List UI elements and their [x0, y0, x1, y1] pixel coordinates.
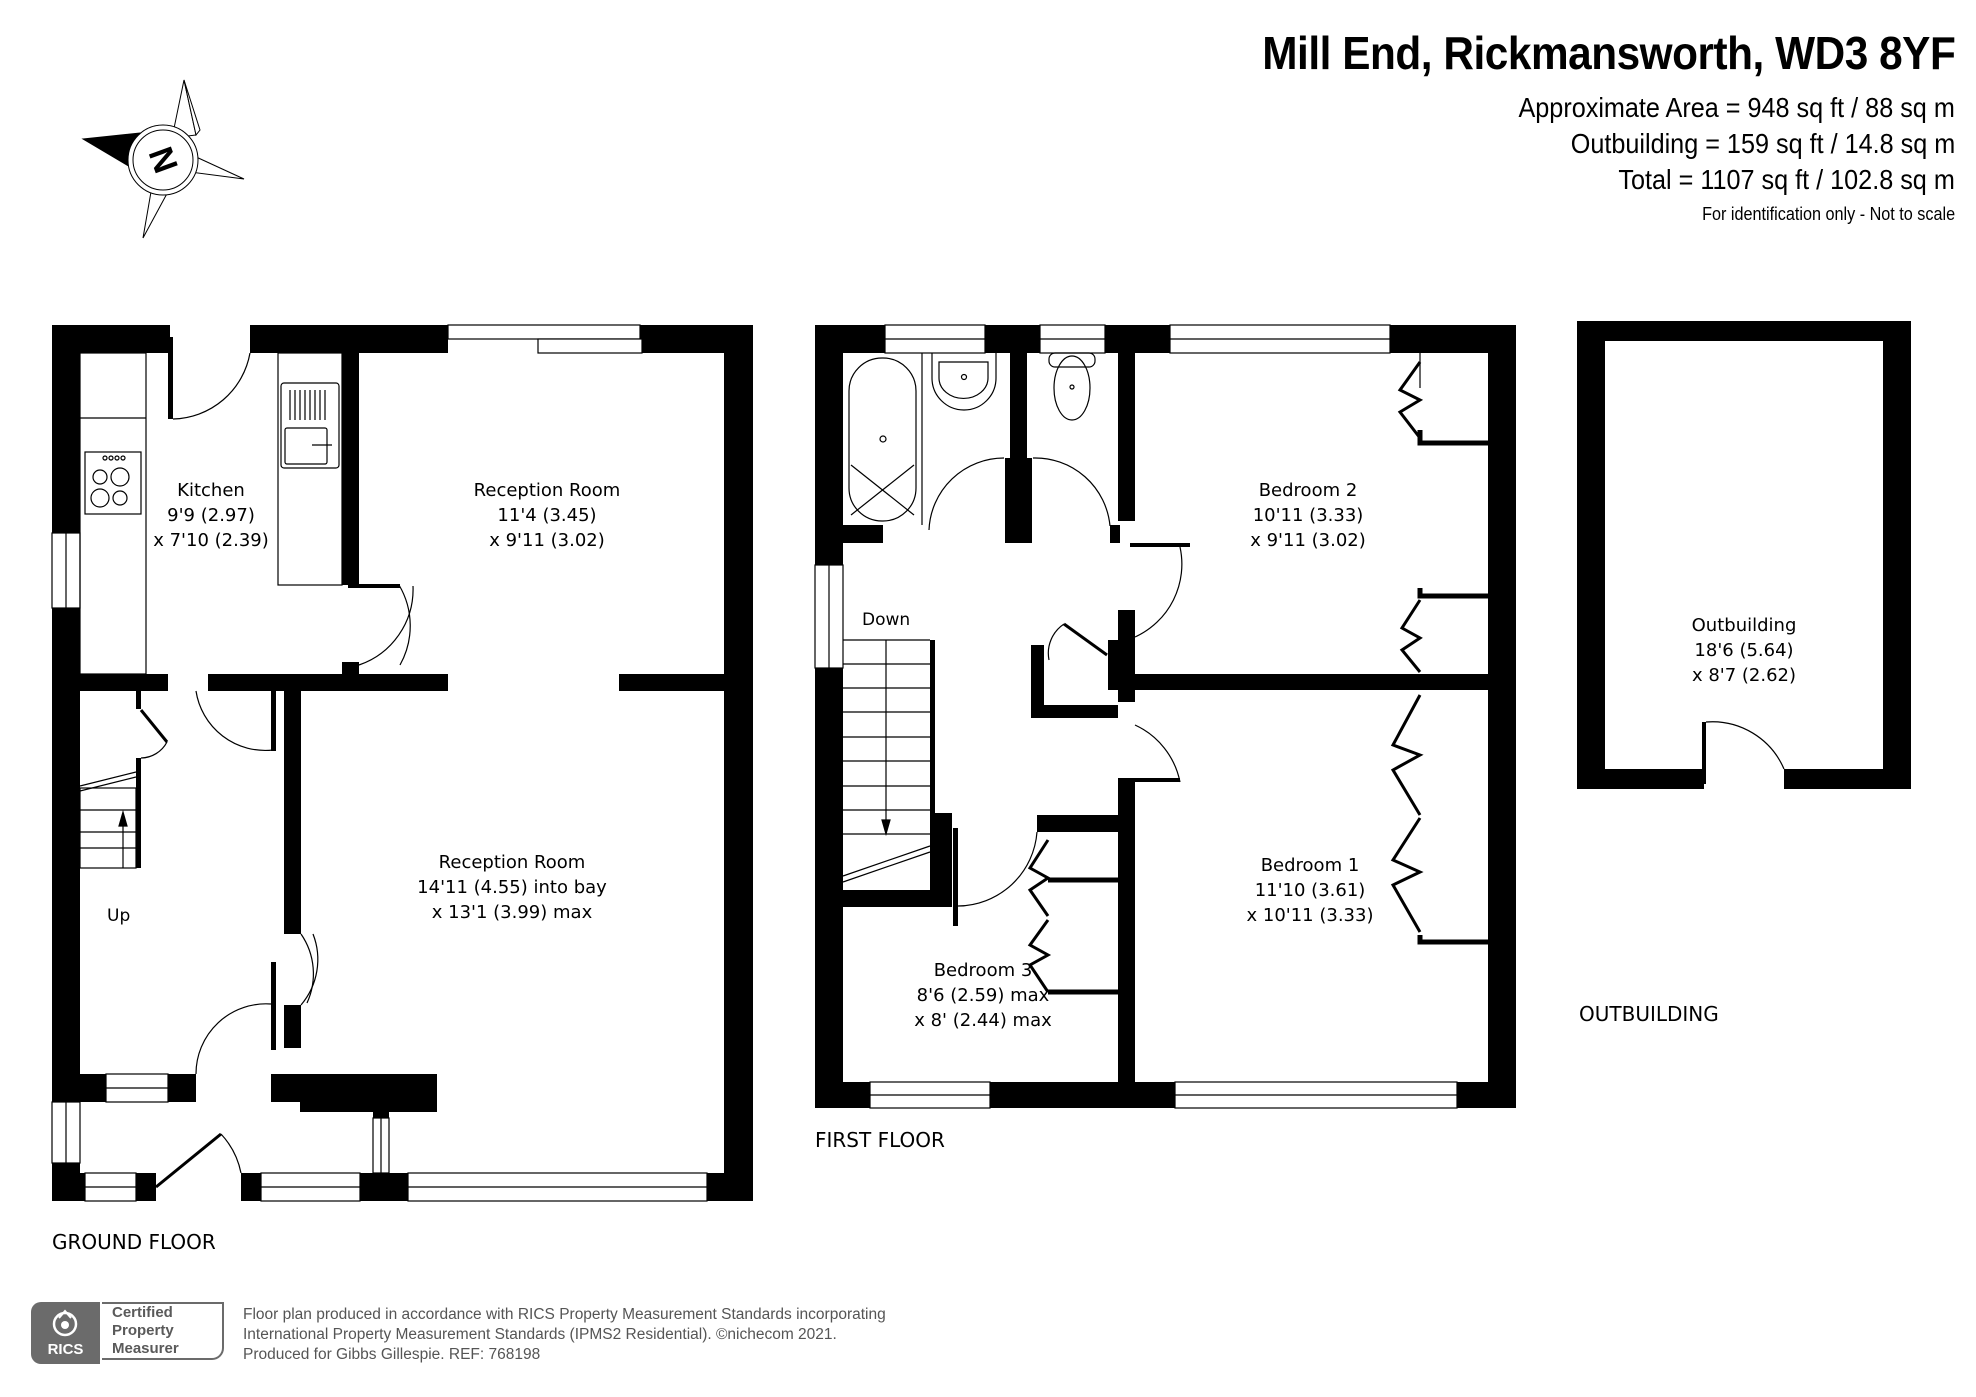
compass-north-icon: N: [81, 79, 245, 239]
room-label-bedroom-1: Bedroom 1 11'10 (3.61) x 10'11 (3.33): [1247, 853, 1374, 928]
room-dim: x 9'11 (3.02): [1250, 530, 1366, 551]
room-label-outbuilding: Outbuilding 18'6 (5.64) x 8'7 (2.62): [1692, 613, 1797, 688]
room-label-bedroom-3: Bedroom 3 8'6 (2.59) max x 8' (2.44) max: [914, 958, 1052, 1033]
property-title: Mill End, Rickmansworth, WD3 8YF: [1261, 27, 1956, 79]
room-dim: 14'11 (4.55) into bay: [417, 877, 607, 898]
total-area: Total = 1107 sq ft / 102.8 sq m: [1618, 164, 1955, 195]
ground-floor-fixtures: [51, 324, 708, 1202]
room-name: Reception Room: [438, 852, 586, 873]
room-dim: 9'9 (2.97): [167, 505, 255, 526]
room-dim: 8'6 (2.59) max: [916, 985, 1050, 1006]
approximate-area: Approximate Area = 948 sq ft / 88 sq m: [1518, 92, 1955, 123]
footer-line: International Property Measurement Stand…: [243, 1326, 837, 1343]
outbuilding-label: OUTBUILDING: [1579, 1002, 1719, 1026]
room-name: Reception Room: [473, 480, 621, 501]
footer-notes: Floor plan produced in accordance with R…: [243, 1305, 886, 1365]
scale-disclaimer: For identification only - Not to scale: [1701, 204, 1955, 224]
stairs-up-label: Up: [107, 906, 131, 926]
room-label-reception-room-rear: Reception Room 11'4 (3.45) x 9'11 (3.02): [474, 478, 621, 553]
room-label-kitchen: Kitchen 9'9 (2.97) x 7'10 (2.39): [153, 478, 269, 553]
room-label-reception-room-front: Reception Room 14'11 (4.55) into bay x 1…: [417, 850, 607, 925]
first-floor-label: FIRST FLOOR: [815, 1128, 945, 1152]
outbuilding-area: Outbuilding = 159 sq ft / 14.8 sq m: [1570, 128, 1955, 159]
ground-floor-label: GROUND FLOOR: [52, 1230, 216, 1254]
badge-line: Measurer: [112, 1340, 179, 1357]
room-dim: 10'11 (3.33): [1252, 505, 1364, 526]
room-dim: x 9'11 (3.02): [489, 530, 605, 551]
badge-line: Certified: [112, 1304, 173, 1321]
outbuilding-door: [1705, 721, 1785, 770]
room-dim: x 8'7 (2.62): [1691, 665, 1797, 686]
room-dim: x 8' (2.44) max: [914, 1010, 1052, 1031]
room-dim: x 10'11 (3.33): [1246, 905, 1374, 926]
room-dim: x 7'10 (2.39): [153, 530, 269, 551]
room-dim: 11'10 (3.61): [1254, 880, 1366, 901]
first-floor-fixtures: [814, 324, 1488, 1109]
footer-line: Produced for Gibbs Gillespie. REF: 76819…: [243, 1346, 541, 1363]
room-dim: x 13'1 (3.99) max: [431, 902, 593, 923]
first-floor-plan: [815, 325, 1516, 1108]
room-name: Outbuilding: [1691, 615, 1797, 636]
room-name: Kitchen: [177, 480, 245, 501]
room-dim: 18'6 (5.64): [1694, 640, 1794, 661]
rics-lion-icon: RICS: [31, 1302, 100, 1364]
room-dim: 11'4 (3.45): [497, 505, 597, 526]
room-label-bedroom-2: Bedroom 2 10'11 (3.33) x 9'11 (3.02): [1250, 478, 1366, 553]
stairs-down-label: Down: [862, 610, 911, 630]
certified-measurer-badge: Certified Property Measurer: [102, 1302, 224, 1360]
lion-crest-icon: [52, 1309, 78, 1337]
ground-floor-plan: [52, 325, 753, 1201]
outbuilding-plan: [1577, 321, 1911, 789]
room-name: Bedroom 2: [1258, 480, 1358, 501]
room-name: Bedroom 3: [933, 960, 1033, 981]
rics-certified-logo: RICS Certified Property Measurer: [31, 1302, 228, 1364]
rics-brand-text: RICS: [47, 1341, 84, 1358]
footer-line: Floor plan produced in accordance with R…: [243, 1306, 886, 1323]
badge-line: Property: [112, 1322, 174, 1339]
room-name: Bedroom 1: [1260, 855, 1360, 876]
